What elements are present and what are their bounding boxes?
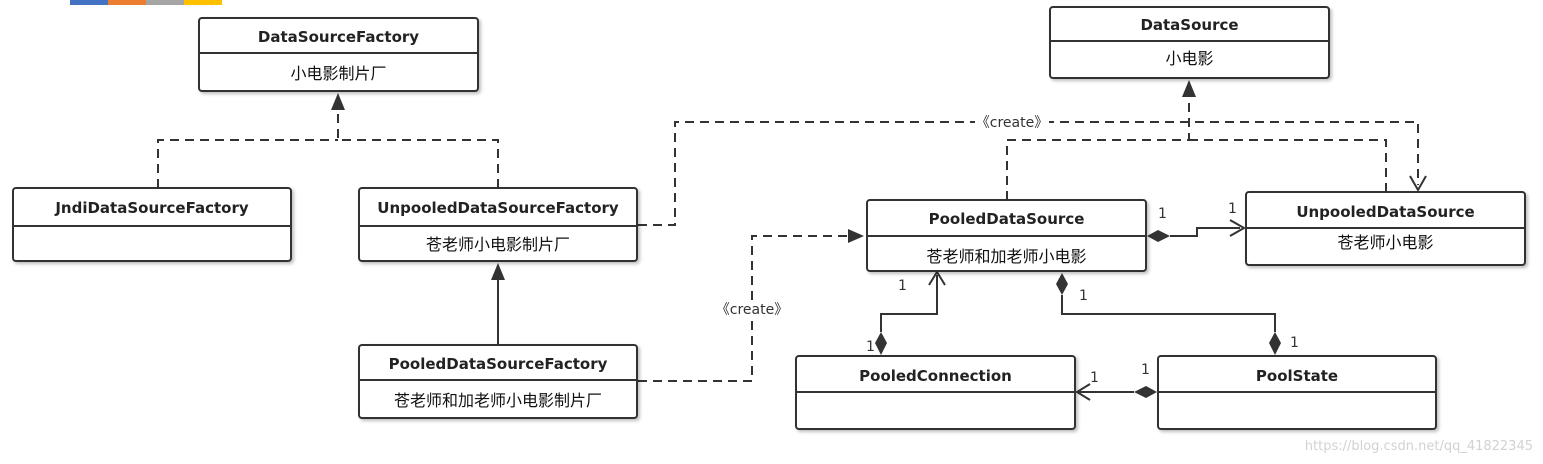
edge-composition-connection-diamond [875, 332, 887, 355]
edge-composition-pooled-diamond [1056, 273, 1068, 295]
color-legend-bar [70, 0, 222, 5]
class-unpooled-datasource-body: 苍老师小电影 [1337, 233, 1433, 252]
class-boxes: DataSourceFactory 小电影制片厂 JndiDataSourceF… [12, 6, 1526, 430]
class-datasource-title: DataSource [1140, 16, 1238, 34]
class-pooled-connection-title: PooledConnection [859, 367, 1012, 385]
edge-generalization-arrowhead-pooled-factory [491, 263, 505, 280]
edge-realization-unpooled-datasource [1189, 139, 1387, 192]
create-left-label-bg [714, 301, 790, 318]
class-jndi-factory: JndiDataSourceFactory [12, 187, 292, 262]
create-left-label: 《create》 [716, 302, 788, 318]
class-pool-state: PoolState [1157, 355, 1437, 430]
edge-labels: 《create》 《create》 1 1 1 1 1 1 1 1 [714, 114, 1299, 386]
multiplicity-pooled-top-left: 1 [898, 278, 907, 294]
class-pooled-factory-title: PooledDataSourceFactory [389, 355, 608, 373]
class-unpooled-factory: UnpooledDataSourceFactory 苍老师小电影制片厂 [358, 187, 638, 262]
multiplicity-pooled-to-unpooled-source: 1 [1158, 206, 1167, 222]
class-datasource-body: 小电影 [1165, 49, 1213, 68]
edge-composition-pooled-unpooled-arrowhead [1229, 219, 1247, 237]
edge-composition-poolstate-connection-diamond [1134, 386, 1157, 398]
multiplicity-connection-right: 1 [1090, 370, 1099, 386]
class-unpooled-factory-title: UnpooledDataSourceFactory [377, 199, 619, 217]
edge-composition-pooled-poolstate [1061, 295, 1276, 332]
legend-swatch-orange [108, 0, 146, 5]
edge-realization-jndi-factory [157, 139, 338, 188]
class-datasource-factory-title: DataSourceFactory [258, 28, 419, 46]
class-pooled-factory-body: 苍老师和加老师小电影制片厂 [394, 391, 602, 410]
class-pooled-connection: PooledConnection [795, 355, 1076, 430]
class-pooled-factory: PooledDataSourceFactory 苍老师和加老师小电影制片厂 [358, 344, 638, 419]
edge-create-unpooled [638, 121, 1419, 226]
multiplicity-pooled-to-unpooled-target: 1 [1228, 201, 1237, 217]
class-pooled-datasource: PooledDataSource 苍老师和加老师小电影 [866, 199, 1147, 272]
edge-create-unpooled-arrowhead [1409, 175, 1427, 193]
create-top-label: 《create》 [976, 115, 1048, 131]
legend-swatch-blue [70, 0, 108, 5]
class-datasource-factory: DataSourceFactory 小电影制片厂 [198, 17, 479, 92]
edge-realization-unpooled-factory [337, 110, 499, 188]
multiplicity-connection-top: 1 [866, 339, 875, 355]
legend-swatch-gray [146, 0, 184, 5]
edge-composition-connection-pooled [880, 275, 938, 332]
edge-realization-arrowhead-factory [331, 93, 345, 110]
edge-composition-pooled-unpooled-diamond [1147, 230, 1170, 242]
create-top-label-bg [975, 114, 1049, 131]
class-jndi-factory-title: JndiDataSourceFactory [54, 199, 249, 217]
class-unpooled-factory-body: 苍老师小电影制片厂 [426, 235, 570, 254]
class-pooled-datasource-title: PooledDataSource [929, 210, 1085, 228]
multiplicity-pooled-right: 1 [1079, 288, 1088, 304]
class-unpooled-datasource-title: UnpooledDataSource [1296, 203, 1474, 221]
edge-composition-poolstate-diamond [1269, 332, 1281, 355]
class-pool-state-title: PoolState [1256, 367, 1338, 385]
edge-create-pooled-arrowhead [848, 229, 864, 243]
edge-realization-arrowhead-datasource [1182, 80, 1196, 97]
edge-composition-pooled-unpooled [1170, 227, 1240, 237]
edges [157, 80, 1427, 401]
legend-swatch-yellow [184, 0, 222, 5]
class-datasource-factory-body: 小电影制片厂 [290, 64, 386, 83]
watermark-text: https://blog.csdn.net/qq_41822345 [1305, 439, 1533, 454]
class-pooled-datasource-body: 苍老师和加老师小电影 [926, 247, 1086, 266]
edge-realization-pooled-datasource [1006, 97, 1190, 200]
multiplicity-poolstate-top: 1 [1290, 335, 1299, 351]
class-unpooled-datasource: UnpooledDataSource 苍老师小电影 [1245, 191, 1526, 266]
multiplicity-poolstate-left: 1 [1141, 362, 1150, 378]
class-datasource: DataSource 小电影 [1049, 6, 1330, 79]
edge-composition-poolstate-connection-arrowhead [1075, 383, 1091, 401]
